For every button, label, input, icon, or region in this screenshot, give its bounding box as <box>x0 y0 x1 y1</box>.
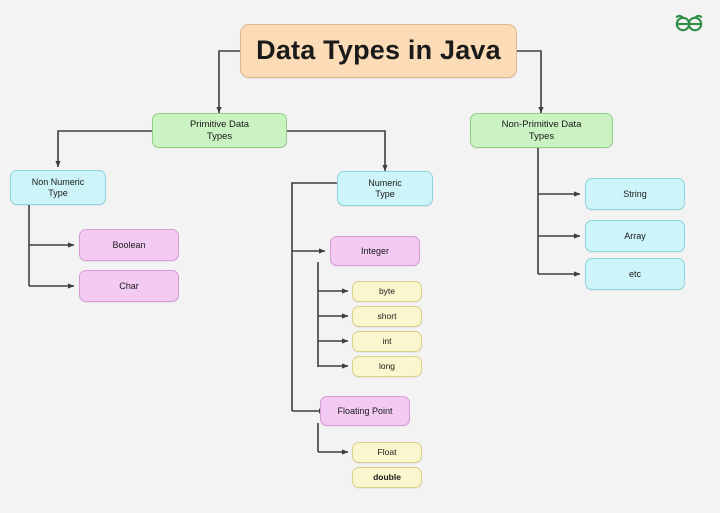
geeksforgeeks-logo <box>675 14 703 32</box>
node-floating-point[interactable]: Floating Point <box>320 396 410 426</box>
edge-primitive-to-non-numeric <box>55 130 152 168</box>
node-long[interactable]: long <box>352 356 422 377</box>
node-string[interactable]: String <box>585 178 685 210</box>
node-integer[interactable]: Integer <box>330 236 420 266</box>
node-float[interactable]: Float <box>352 442 422 463</box>
node-title[interactable]: Data Types in Java <box>240 24 517 78</box>
edge-title-to-primitive <box>216 50 240 114</box>
edge-title-to-non-primitive <box>517 50 544 114</box>
node-non-numeric-type[interactable]: Non Numeric Type <box>10 170 106 205</box>
node-boolean[interactable]: Boolean <box>79 229 179 261</box>
node-primitive-data-types[interactable]: Primitive Data Types <box>152 113 287 148</box>
node-non-primitive-data-types[interactable]: Non-Primitive Data Types <box>470 113 613 148</box>
node-double[interactable]: double <box>352 467 422 488</box>
node-short[interactable]: short <box>352 306 422 327</box>
node-numeric-type[interactable]: Numeric Type <box>337 171 433 206</box>
node-array[interactable]: Array <box>585 220 685 252</box>
node-char[interactable]: Char <box>79 270 179 302</box>
node-byte[interactable]: byte <box>352 281 422 302</box>
node-int[interactable]: int <box>352 331 422 352</box>
node-etc[interactable]: etc <box>585 258 685 290</box>
edge-primitive-to-numeric <box>287 130 388 172</box>
edge-numeric-stem <box>291 182 337 411</box>
